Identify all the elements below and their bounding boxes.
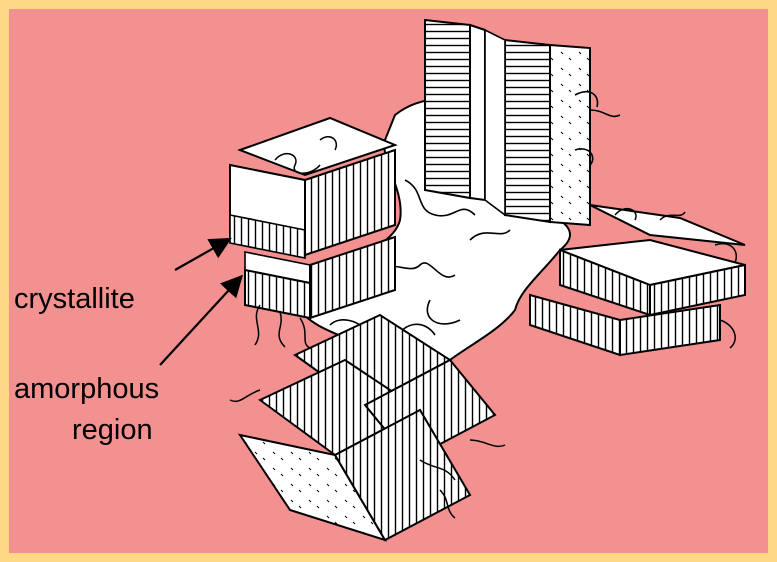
crystallite-arrow [175,240,228,270]
crystallite-stack-top [425,20,620,225]
amorphous-label: amorphous [14,373,159,405]
amorphous-arrow [160,278,240,365]
crystallite-label: crystallite [14,283,135,315]
region-label: region [72,414,153,446]
